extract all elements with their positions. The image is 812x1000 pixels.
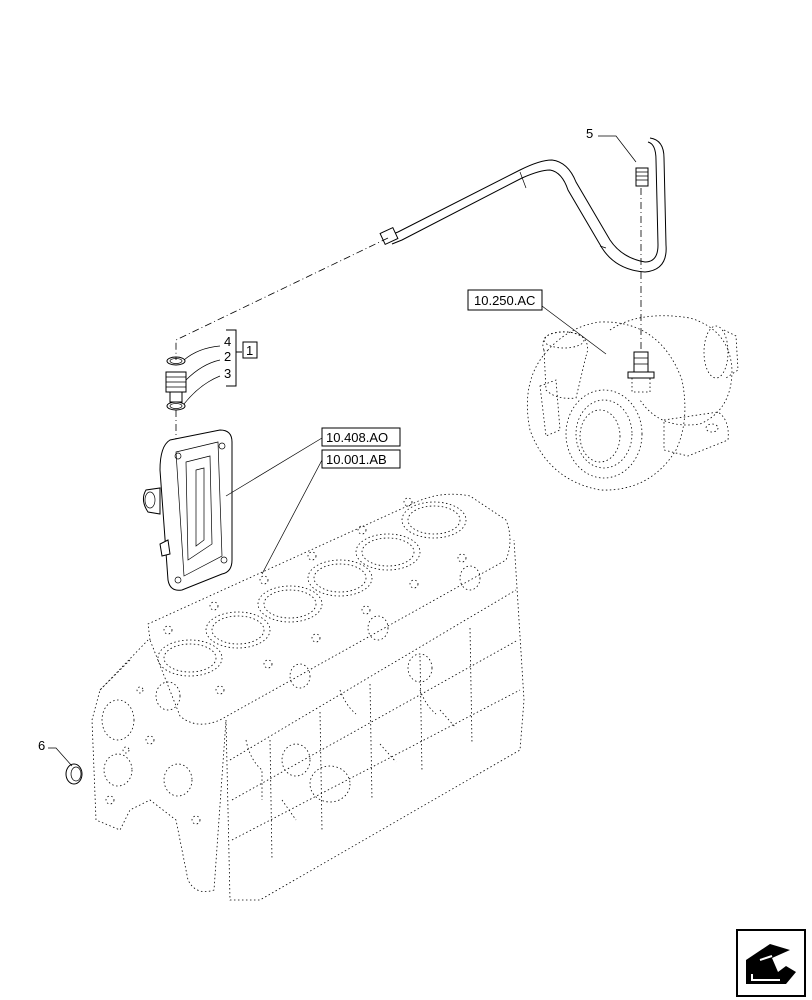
callout-4: 4 <box>224 334 231 349</box>
engine-block[interactable] <box>91 493 525 901</box>
o-ring-upper[interactable] <box>166 356 186 366</box>
callout-3: 3 <box>224 366 231 381</box>
svg-text:10.250.AC: 10.250.AC <box>474 293 535 308</box>
assembly-link-line <box>175 237 389 360</box>
ref-box-turbocharger[interactable]: 10.250.AC <box>467 289 543 311</box>
callout-2: 2 <box>224 349 231 364</box>
next-page-arrow-icon[interactable] <box>736 929 806 997</box>
ref-box-oil-cooler[interactable]: 10.408.AO <box>321 427 401 447</box>
svg-text:10.001.AB: 10.001.AB <box>326 452 387 467</box>
svg-text:10.408.AO: 10.408.AO <box>326 430 388 445</box>
turbocharger[interactable] <box>527 315 739 491</box>
callout-1: 1 <box>246 343 253 358</box>
oil-cooler-cover[interactable] <box>142 429 233 591</box>
callout-6: 6 <box>38 738 45 753</box>
o-ring-lower[interactable] <box>166 401 186 411</box>
oil-feed-pipe[interactable] <box>379 137 667 273</box>
ref-box-engine-block[interactable]: 10.001.AB <box>321 449 401 469</box>
plug[interactable] <box>65 763 83 785</box>
union-fitting[interactable] <box>165 371 187 403</box>
callout-5: 5 <box>586 126 593 141</box>
